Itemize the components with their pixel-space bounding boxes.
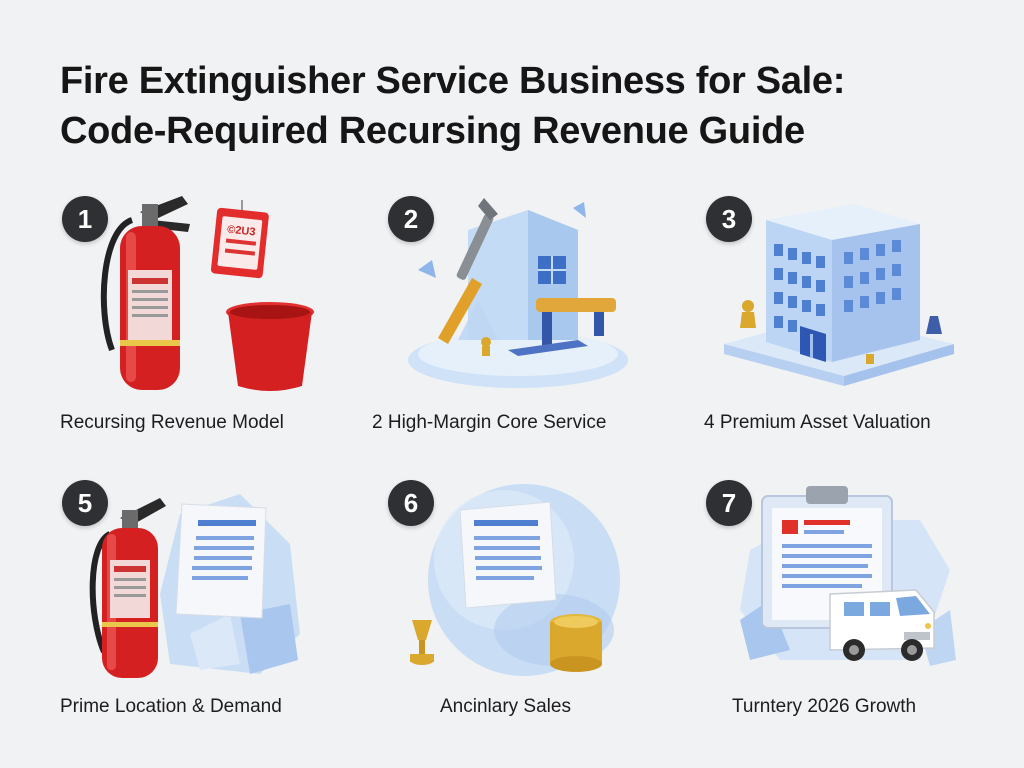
tile-caption: Turntery 2026 Growth: [732, 696, 917, 717]
svg-text:©2U3: ©2U3: [227, 224, 256, 239]
fire-extinguisher-document-icon: [89, 494, 300, 678]
tile-recurring-revenue: 1 ©2U3: [56, 190, 376, 450]
tile-core-service: 2 2 High-Ma: [372, 190, 704, 450]
tile-caption: Prime Location & Demand: [60, 696, 282, 717]
fire-extinguisher-tag-bucket-icon: ©2U3: [100, 196, 314, 391]
page-title: Fire Extinguisher Service Business for S…: [60, 56, 980, 156]
title-line-1: Fire Extinguisher Service Business for S…: [60, 60, 846, 102]
tile-caption: Ancinlary Sales: [440, 696, 571, 717]
number-badge: 7: [706, 480, 752, 526]
tile-ancillary-sales: 6 Ancinlary Sales: [384, 474, 704, 734]
clipboard-van-icon: [740, 486, 956, 666]
tile-caption: 2 High-Margin Core Service: [372, 412, 607, 433]
number-badge: 2: [388, 196, 434, 242]
tile-asset-valuation: 3: [700, 190, 1020, 450]
number-badge: 5: [62, 480, 108, 526]
office-building-icon: [724, 204, 954, 386]
tile-caption: 4 Premium Asset Valuation: [704, 412, 931, 433]
number-badge: 3: [706, 196, 752, 242]
wrench-building-icon: [408, 198, 628, 388]
tile-growth: 7: [700, 474, 1020, 734]
number-badge: 6: [388, 480, 434, 526]
document-globe-coins-icon: [410, 484, 620, 676]
tile-caption: Recursing Revenue Model: [60, 412, 284, 433]
title-line-2: Code-Required Recursing Revenue Guide: [60, 110, 805, 152]
number-badge: 1: [62, 196, 108, 242]
tile-location-demand: 5 Pr: [56, 474, 376, 734]
